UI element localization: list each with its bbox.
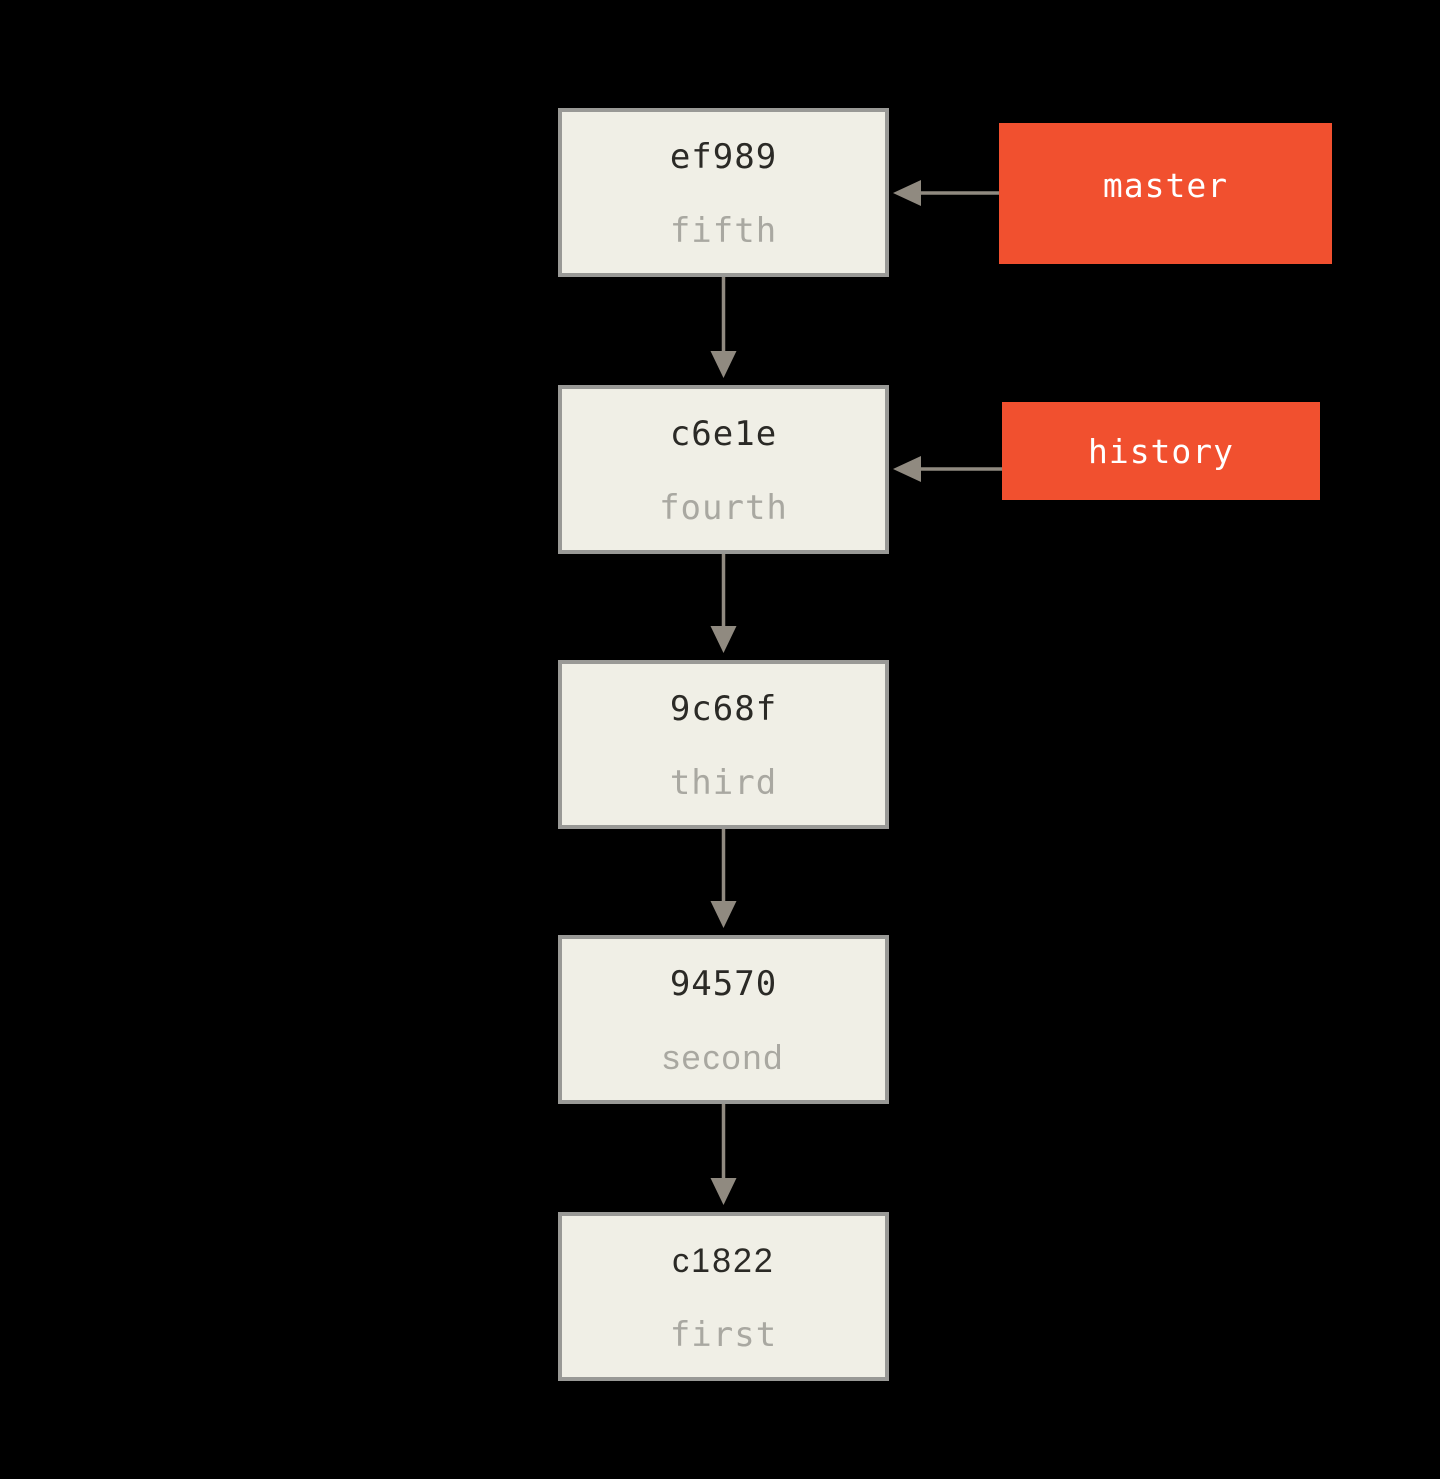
commit-message: fifth xyxy=(669,211,778,251)
commit-hash: c1822 xyxy=(672,1242,775,1280)
commit-box-c1822: c1822 first xyxy=(558,1212,889,1381)
commit-hash: c6e1e xyxy=(669,414,778,454)
commit-box-ef989: ef989 fifth xyxy=(558,108,889,277)
commit-hash: 9c68f xyxy=(669,689,778,729)
commit-box-c6e1e: c6e1e fourth xyxy=(558,385,889,554)
commit-message: first xyxy=(669,1315,778,1355)
commit-box-94570: 94570 second xyxy=(558,935,889,1104)
branch-name: master xyxy=(1102,166,1229,205)
arrow-9c68f-to-94570 xyxy=(710,829,737,928)
branch-label-history: history xyxy=(1002,402,1320,500)
commit-hash: 94570 xyxy=(669,964,778,1004)
arrow-ef989-to-c6e1e xyxy=(710,277,737,378)
arrow-master-to-ef989 xyxy=(893,180,999,206)
commit-hash: ef989 xyxy=(669,137,778,177)
arrow-c6e1e-to-9c68f xyxy=(710,554,737,653)
commit-message: second xyxy=(662,1039,785,1077)
commit-box-9c68f: 9c68f third xyxy=(558,660,889,829)
commit-message: third xyxy=(669,763,778,803)
arrow-94570-to-c1822 xyxy=(710,1104,737,1205)
branch-label-master: master xyxy=(999,123,1332,264)
commit-message: fourth xyxy=(659,488,788,528)
branch-name: history xyxy=(1087,431,1235,471)
arrow-history-to-c6e1e xyxy=(893,456,1002,482)
